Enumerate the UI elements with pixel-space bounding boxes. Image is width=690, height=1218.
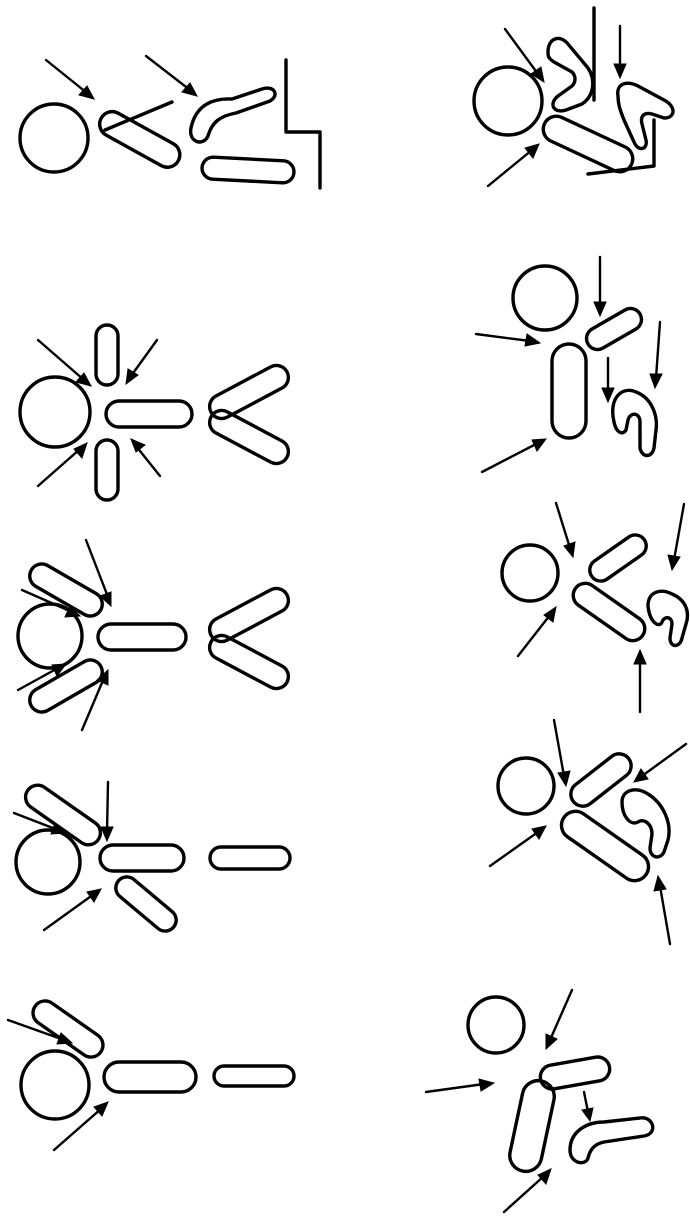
- arrow: [146, 56, 197, 96]
- arrow: [654, 876, 670, 944]
- arrow: [582, 1092, 593, 1121]
- hook-cell: [648, 591, 687, 645]
- hook-cell: [618, 83, 673, 148]
- arrow: [554, 720, 570, 786]
- arrow: [634, 744, 686, 782]
- arrow: [46, 60, 94, 99]
- arrow: [504, 1169, 551, 1212]
- rod-cell: [507, 1078, 557, 1175]
- rod-cell: [569, 579, 650, 646]
- round-cell: [21, 1051, 89, 1119]
- arrow: [490, 826, 546, 866]
- arrow: [426, 1079, 494, 1092]
- arrow: [505, 29, 544, 82]
- hook-cell: [613, 390, 657, 455]
- rod-cell: [583, 304, 646, 353]
- arrow: [594, 257, 606, 316]
- round-cell: [468, 997, 524, 1053]
- round-cell: [498, 758, 554, 814]
- panel-right-3: [502, 503, 687, 712]
- arrow: [476, 334, 540, 346]
- panel-left-3: [18, 540, 293, 730]
- rod-cell: [21, 781, 105, 850]
- arrow: [614, 26, 626, 78]
- arrow: [518, 607, 556, 656]
- rod-cell: [96, 440, 118, 500]
- rod-cell: [98, 624, 186, 650]
- arrow: [101, 782, 113, 841]
- panel-left-2: [20, 325, 293, 500]
- round-cell: [16, 830, 80, 894]
- rod-cell: [205, 361, 292, 423]
- panel-left-4: [14, 781, 290, 936]
- arrow: [126, 340, 157, 384]
- rod-cell: [96, 325, 118, 385]
- arrow: [602, 358, 614, 402]
- bent-rod-cell: [548, 38, 593, 110]
- round-cell: [513, 266, 577, 330]
- rod-cell: [585, 531, 650, 586]
- panel-right-4: [490, 720, 686, 944]
- rod-cell: [210, 847, 290, 869]
- rod-cell: [205, 406, 292, 468]
- round-cell: [20, 104, 88, 172]
- rod-cell: [25, 560, 106, 621]
- rod-cell: [106, 401, 192, 427]
- arrow: [668, 504, 684, 570]
- arrow: [482, 439, 546, 472]
- rod-cell: [539, 112, 637, 176]
- rod-cell: [214, 1066, 294, 1086]
- rod-cell: [104, 1062, 196, 1092]
- arrow: [556, 503, 575, 557]
- arrow: [131, 439, 160, 476]
- arrow: [488, 144, 539, 186]
- arrow: [82, 670, 108, 730]
- panel-right-2: [476, 257, 662, 472]
- rod-cell: [566, 749, 636, 811]
- rod-cell: [100, 845, 184, 871]
- arrow: [546, 990, 572, 1049]
- round-cell: [474, 67, 542, 135]
- round-cell: [20, 377, 90, 447]
- rod-cell: [201, 157, 294, 184]
- panel-right-1: [474, 8, 673, 186]
- bent-rod-cell: [570, 1118, 653, 1163]
- round-cell: [502, 545, 558, 601]
- rod-cell: [111, 872, 180, 935]
- rod-cell: [552, 344, 586, 438]
- bent-rod-cell: [191, 88, 275, 142]
- arrow: [650, 322, 662, 388]
- wall-line: [286, 60, 320, 188]
- arrow: [38, 443, 87, 486]
- panel-right-5: [426, 990, 653, 1212]
- panel-left-1: [20, 56, 320, 188]
- arrow: [634, 650, 646, 712]
- rod-cell: [556, 806, 654, 886]
- panel-left-5: [8, 996, 294, 1150]
